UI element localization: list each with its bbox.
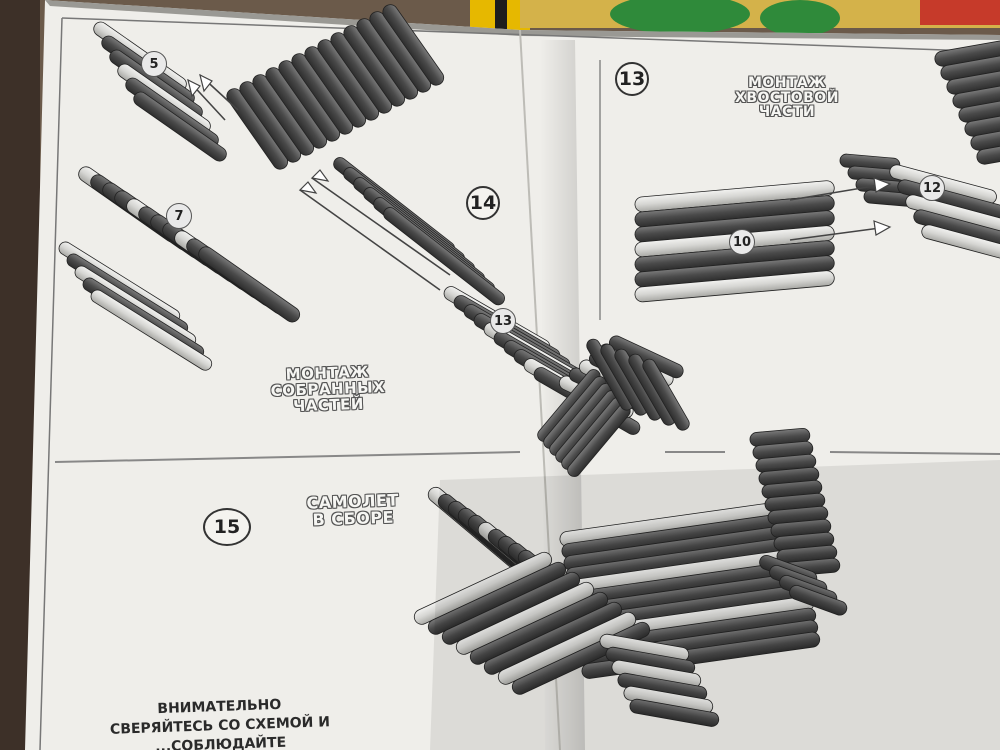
- building-rod: [383, 207, 505, 306]
- building-rod: [198, 246, 301, 323]
- building-rod: [789, 584, 848, 616]
- part-label-10: 10: [729, 229, 755, 255]
- part-label-7: 7: [166, 203, 192, 229]
- building-rod: [958, 93, 1000, 123]
- building-rod: [382, 4, 445, 86]
- assembly-wing-rods: [58, 4, 505, 371]
- assembled-plane-rods: [413, 427, 848, 727]
- step-number-14: 14: [466, 186, 500, 220]
- step-number-13: 13: [615, 62, 649, 96]
- building-rod: [629, 698, 720, 727]
- warning-note: ВНИМАТЕЛЬНО СВЕРЯЙТЕСЬ СО СХЕМОЙ И ...СО…: [59, 692, 381, 750]
- part-label-13: 13: [490, 308, 516, 334]
- caption-line: ХВОСТОВОЙ: [735, 89, 839, 106]
- step-number-15: 15: [203, 508, 251, 546]
- building-rod: [976, 135, 1000, 165]
- building-rod: [133, 91, 227, 162]
- part-label-12: 12: [919, 175, 945, 201]
- part-label-5: 5: [141, 51, 167, 77]
- assembly-arrows: [187, 74, 881, 291]
- divider-left: [54, 451, 521, 463]
- building-rod: [642, 358, 690, 431]
- caption-line: МОНТАЖ: [747, 75, 827, 91]
- caption-line: ЧАСТИ: [758, 104, 816, 121]
- building-rod: [634, 270, 835, 303]
- building-rod: [970, 121, 1000, 151]
- caption-plane-assembled: САМОЛЕТ В СБОРЕ: [287, 490, 418, 530]
- building-rod: [921, 224, 1000, 265]
- arrow-heads: [187, 73, 892, 236]
- caption-parts-assembly: МОНТАЖ СОБРАННЫХ ЧАСТЕЙ: [247, 363, 409, 416]
- divider-right: [829, 451, 1000, 455]
- building-rod: [964, 107, 1000, 137]
- assembly-fuselage-rods: [443, 286, 690, 477]
- building-rod: [90, 289, 213, 371]
- caption-tail-assembly: МОНТАЖ ХВОСТОВОЙ ЧАСТИ: [722, 76, 852, 120]
- toy-pieces: [470, 0, 1000, 36]
